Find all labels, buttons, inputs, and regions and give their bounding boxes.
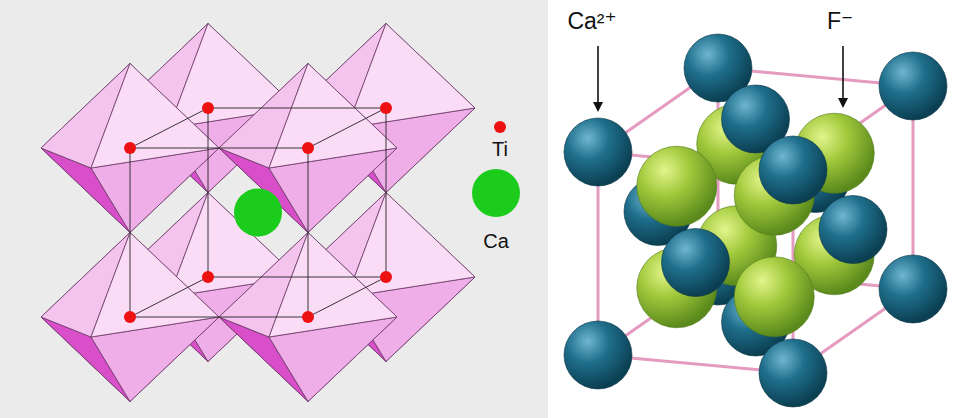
ti-atom (380, 271, 392, 283)
cell-edge (308, 277, 386, 317)
legend-text: Ca (483, 230, 509, 253)
ti-atom (202, 102, 214, 114)
leader-arrow (842, 46, 844, 106)
ca-ion (564, 118, 632, 186)
octahedron-face (347, 24, 475, 129)
f-ion (734, 257, 814, 337)
ca-ion (759, 339, 827, 407)
ca-ion (819, 196, 887, 264)
legend-swatch (472, 169, 520, 217)
legend-swatch (494, 121, 506, 133)
cell-edge (208, 108, 386, 109)
ca-ion (564, 321, 632, 389)
octahedron-face (269, 64, 397, 169)
fluorite-structure (564, 34, 947, 407)
octahedron-face (91, 64, 219, 169)
octahedron-face (347, 193, 475, 298)
octahedron-face (91, 233, 219, 338)
ti-atom (380, 102, 392, 114)
cell-edge (130, 148, 308, 149)
ca-ion (759, 136, 827, 204)
cell-edge (208, 277, 386, 278)
perovskite-structure (41, 24, 475, 402)
leader-arrow (597, 46, 599, 110)
ti-atom (124, 142, 136, 154)
left-panel (0, 0, 548, 418)
cell-edge (130, 148, 131, 317)
cell-edge (208, 108, 209, 277)
cell-edge (130, 317, 308, 318)
ca-ion (879, 52, 947, 120)
ti-atom (302, 311, 314, 323)
ion-label: F⁻ (827, 8, 853, 35)
legend-holder: Ti (492, 138, 508, 161)
octahedron-face (269, 233, 397, 338)
cell-edge (130, 277, 208, 317)
label-holder: F⁻ (827, 8, 853, 35)
label-holder: Ca²⁺ (567, 8, 616, 35)
ti-atom (124, 311, 136, 323)
ca-atom (234, 189, 282, 237)
ca-ion (879, 255, 947, 323)
legend-holder: Ca (483, 230, 509, 253)
cell-edge (386, 108, 387, 277)
cell-edge (308, 148, 309, 317)
cell-edge (308, 108, 386, 148)
ti-atom (302, 142, 314, 154)
cell-edge (130, 108, 208, 148)
ion-label: Ca²⁺ (567, 8, 616, 35)
ca-ion (662, 229, 730, 297)
legend-text: Ti (492, 138, 508, 161)
ti-atom (202, 271, 214, 283)
f-ion (637, 146, 717, 226)
